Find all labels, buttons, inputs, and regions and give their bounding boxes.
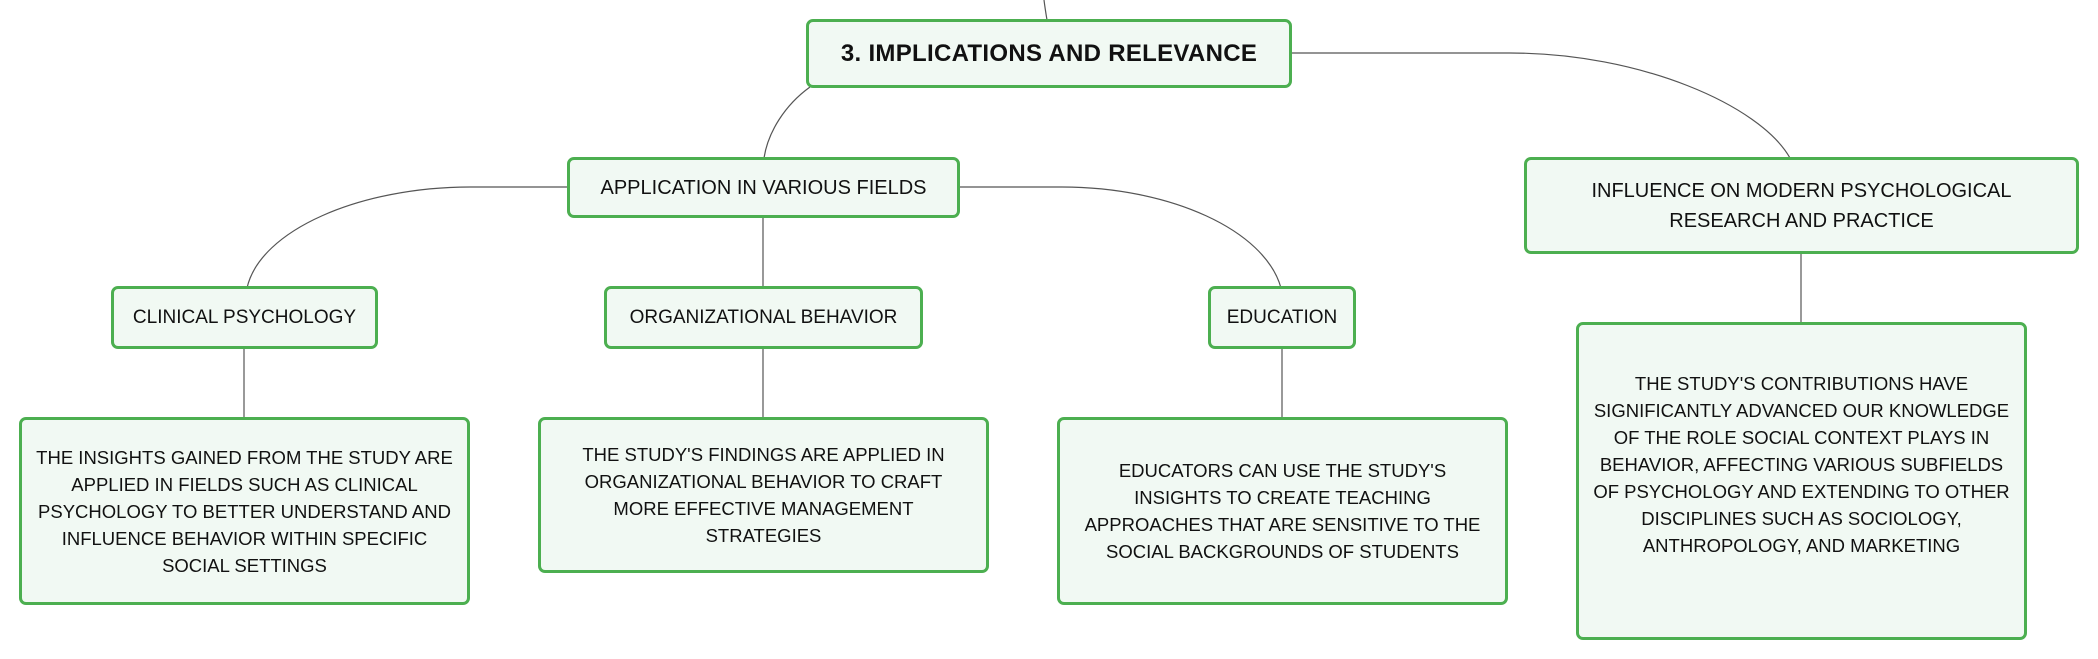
influence-node-label: INFLUENCE ON MODERN PSYCHOLOGICAL RESEAR… [1591, 179, 2012, 232]
application-node-label: APPLICATION IN VARIOUS FIELDS [600, 176, 927, 199]
application-node[interactable]: APPLICATION IN VARIOUS FIELDS [567, 157, 960, 218]
connector-root-influence [1291, 52, 1791, 159]
education-detail-text: EDUCATORS CAN USE THE STUDY'S INSIGHTS T… [1084, 460, 1481, 562]
root-node-label: 3. IMPLICATIONS AND RELEVANCE [840, 39, 1258, 67]
clinical-psychology-detail-text: THE INSIGHTS GAINED FROM THE STUDY ARE A… [36, 446, 453, 576]
organizational-behavior-detail-node[interactable]: THE STUDY'S FINDINGS ARE APPLIED IN ORGA… [538, 417, 989, 573]
influence-node[interactable]: INFLUENCE ON MODERN PSYCHOLOGICAL RESEAR… [1524, 157, 2079, 254]
connector-root-application [763, 86, 811, 159]
influence-detail-node[interactable]: THE STUDY'S CONTRIBUTIONS HAVE SIGNIFICA… [1576, 322, 2027, 640]
influence-detail-text: THE STUDY'S CONTRIBUTIONS HAVE SIGNIFICA… [1593, 372, 2010, 556]
root-node[interactable]: 3. IMPLICATIONS AND RELEVANCE [806, 19, 1292, 88]
organizational-behavior-label: ORGANIZATIONAL BEHAVIOR [629, 307, 898, 328]
clinical-psychology-label: CLINICAL PSYCHOLOGY [132, 307, 357, 328]
organizational-behavior-detail-text: THE STUDY'S FINDINGS ARE APPLIED IN ORGA… [582, 444, 945, 546]
clinical-psychology-detail-node[interactable]: THE INSIGHTS GAINED FROM THE STUDY ARE A… [19, 417, 470, 605]
clinical-psychology-node[interactable]: CLINICAL PSYCHOLOGY [111, 286, 378, 349]
connector-application-clinical [246, 186, 568, 289]
connector-application-education [959, 186, 1282, 289]
connector-parent-root [1043, 0, 1048, 21]
education-label: EDUCATION [1226, 307, 1338, 328]
education-detail-node[interactable]: EDUCATORS CAN USE THE STUDY'S INSIGHTS T… [1057, 417, 1508, 605]
organizational-behavior-node[interactable]: ORGANIZATIONAL BEHAVIOR [604, 286, 923, 349]
education-node[interactable]: EDUCATION [1208, 286, 1356, 349]
